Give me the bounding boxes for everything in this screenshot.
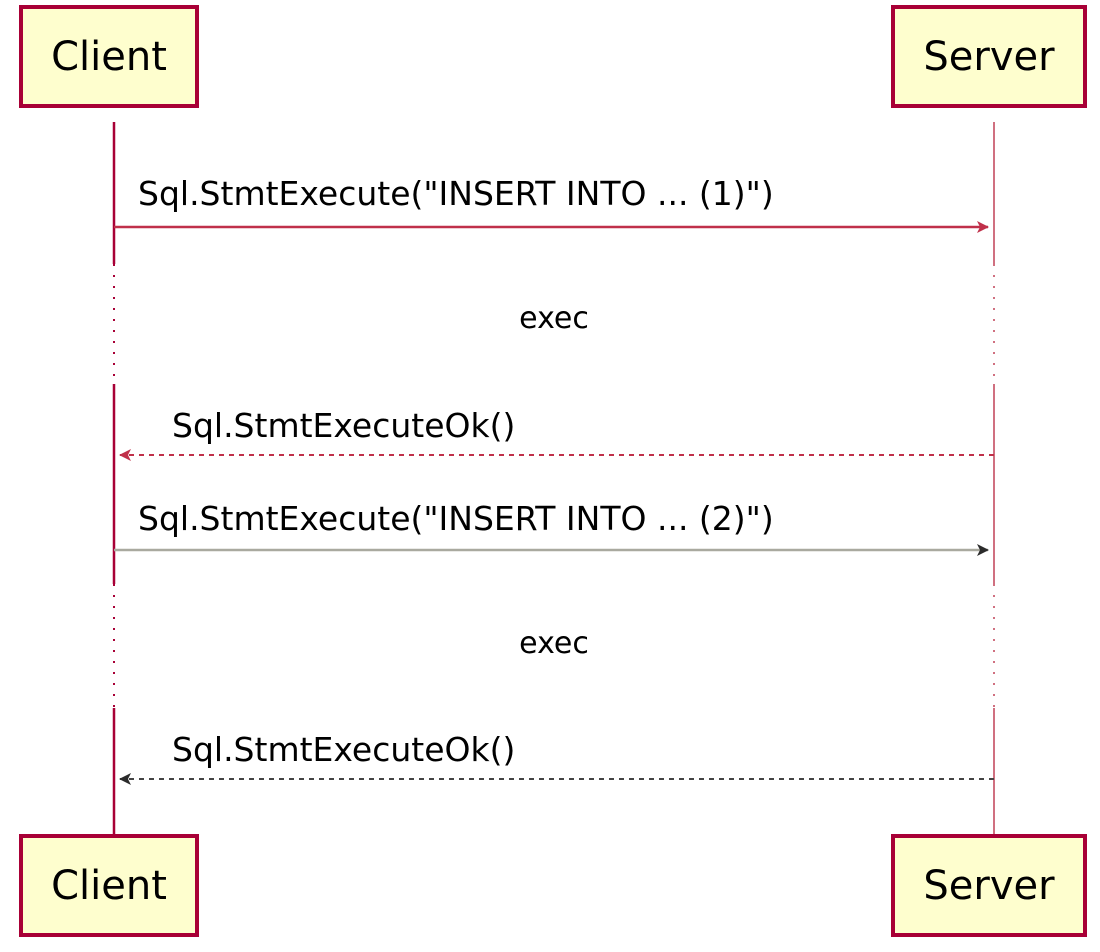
message-2: Sql.StmtExecuteOk() xyxy=(119,406,994,461)
delay-1: exec xyxy=(519,301,589,336)
message-4-label: Sql.StmtExecuteOk() xyxy=(172,730,515,769)
participant-client-top-label: Client xyxy=(51,34,167,80)
message-1-label: Sql.StmtExecute("INSERT INTO ... (1)") xyxy=(138,174,774,213)
participant-server-top-label: Server xyxy=(923,34,1055,80)
delay-2: exec xyxy=(519,626,589,661)
delay-1-label: exec xyxy=(519,301,589,336)
message-4: Sql.StmtExecuteOk() xyxy=(119,730,994,785)
participant-server-bottom-label: Server xyxy=(923,863,1055,909)
participant-client-top: Client xyxy=(19,5,199,108)
message-3: Sql.StmtExecute("INSERT INTO ... (2)") xyxy=(114,499,989,556)
participant-server-top: Server xyxy=(891,5,1087,108)
delay-2-label: exec xyxy=(519,626,589,661)
participant-client-bottom-label: Client xyxy=(51,863,167,909)
participant-client-bottom: Client xyxy=(19,834,199,937)
message-3-label: Sql.StmtExecute("INSERT INTO ... (2)") xyxy=(138,499,774,538)
message-2-label: Sql.StmtExecuteOk() xyxy=(172,406,515,445)
participant-server-bottom: Server xyxy=(891,834,1087,937)
message-1: Sql.StmtExecute("INSERT INTO ... (1)") xyxy=(114,174,989,233)
